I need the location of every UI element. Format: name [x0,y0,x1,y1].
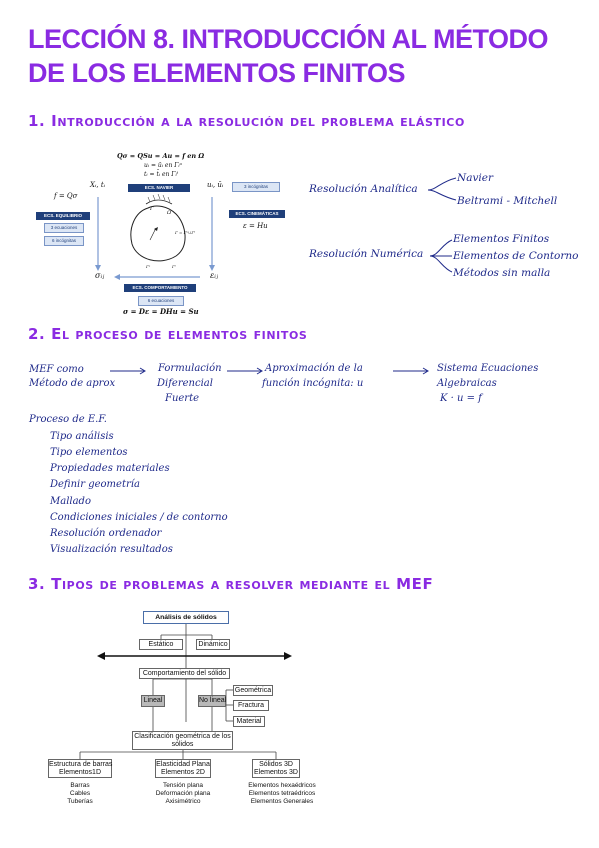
numeric-opt3: Métodos sin malla [453,267,551,279]
eq-bc1: uᵢ = ūᵢ en Γᵢᵘ [144,162,182,169]
ecs-cinematicas-box: ECS. CINEMÁTICAS [229,210,285,218]
node-barras-line1: Estructura de barras [49,761,113,768]
flow-arrow-3 [393,367,429,375]
flow-step4b: Algebraicas [437,378,497,389]
incog-6-box: 6 incógnitas [44,236,84,246]
node-plana: Elasticidad Plana Elementos 2D [155,759,211,778]
flow-step2c: Fuerte [165,393,200,404]
page-title-line1: LECCIÓN 8. INTRODUCCIÓN AL MÉTODO [28,24,549,54]
node-lineal: Lineal [141,695,165,707]
node-geometrica: Geométrica [233,685,273,696]
ecs-comportamiento-box: ECS. COMPORTAMIENTO [124,284,196,292]
list-item: Barras [70,782,90,789]
numeric-label: Resolución Numérica [309,248,424,260]
numeric-opt1: Elementos Finitos [453,233,550,245]
analytic-opt1: Navier [457,172,493,184]
node-estatico: Estático [139,639,183,650]
flow-step1b: Método de aprox [29,378,116,389]
process-item: Tipo análisis [50,431,114,442]
node-barras-line2: Elementos1D [58,769,102,776]
ecs-equilibrio-box: ECS. EQUILIBRIO [36,212,90,220]
node-comportamiento: Comportamiento del sólido [139,668,230,679]
analytic-opt2: Beltrami - Mitchell [457,195,558,207]
section3-heading: 3. Tipos de problemas a resolver mediant… [28,575,434,593]
process-item: Tipo elementos [50,447,128,458]
list-item: Elementos tetraédricos [248,790,316,797]
ui-ubar: uᵢ, ūᵢ [207,181,224,189]
elasticity-arrows [95,193,215,280]
section1-heading: 1. Introducción a la resolución del prob… [28,112,465,130]
list-item: Elementos hexaédricos [248,782,316,789]
process-item: Mallado [50,496,91,507]
flow-step1a: MEF como [29,364,84,375]
process-item: Definir geometría [50,479,140,490]
list-item: Axisimétrico [165,798,201,805]
page-title-line2: DE LOS ELEMENTOS FINITOS [28,58,406,88]
xi-ti: Xᵢ, tᵢ [90,181,106,189]
barras-sublist: Barras Cables Tuberías [48,782,112,806]
process-item: Visualización resultados [50,544,173,555]
eps-eq: ε = Hu [243,222,268,230]
analytic-brace [427,177,457,201]
list-item: Cables [69,790,91,797]
node-clasificacion: Clasificación geométrica de los sólidos [132,731,233,750]
ecuaciones-3-box: 3 ecuaciones [44,223,84,233]
node-plana-line2: Elementos 2D [161,769,205,776]
node-fractura: Fractura [233,700,269,711]
node-dinamico: Dinámico [196,639,230,650]
node-clasificacion-line2: sólidos [171,741,194,748]
node-root: Análisis de sólidos [143,611,229,624]
eq-top: Qσ = QSu = Au = f en Ω [117,152,205,160]
analytic-label: Resolución Analítica [309,183,418,195]
plana-sublist: Tensión plana Deformación plana Axisimét… [148,782,218,806]
node-solidos-line2: Elementos 3D [254,769,298,776]
flow-step3a: Aproximación de la [265,363,363,374]
node-material: Material [233,716,265,727]
numeric-brace [429,239,453,273]
node-barras: Estructura de barras Elementos1D [48,759,112,778]
body-gamma-t: Γᵗ [172,264,176,269]
ecs-navier-box: ECS. NAVIER [128,184,190,192]
list-item: Deformación plana [155,790,211,797]
flow-step2b: Diferencial [157,378,213,389]
sigma-ij: σᵢⱼ [95,271,105,280]
flow-arrow-2 [227,367,263,375]
ecuaciones-6-box: 6 ecuaciones [138,296,184,306]
numeric-opt2: Elementos de Contorno [453,250,579,262]
process-item: Resolución ordenador [50,528,162,539]
eps-ij: εᵢⱼ [210,271,219,280]
node-solidos: Sólidos 3D Elementos 3D [252,759,300,778]
process-item: Condiciones iniciales / de contorno [50,512,228,523]
body-label: Γ = Γᵘ∪Γᵗ [175,230,196,235]
node-plana-line1: Elasticidad Plana [156,761,210,768]
node-no-lineal: No lineal [198,695,226,707]
node-clasificacion-line1: Clasificación geométrica de los [134,733,231,740]
incog-3-box: 3 incógnitas [232,182,280,192]
body-omega: Ω [167,210,172,216]
flow-step4a: Sistema Ecuaciones [437,363,539,374]
sigma-eq: σ = Dε = DHu = Su [123,307,199,316]
list-item: Elementos Generales [250,798,314,805]
section2-heading: 2. El proceso de elementos finitos [28,325,308,343]
flow-arrow-1 [110,367,146,375]
process-title: Proceso de E.F. [29,414,107,425]
eq-bc2: tᵢ = t̄ᵢ en Γᵢᵗ [144,171,179,178]
list-item: Tensión plana [162,782,204,789]
f-eq: f = Qσ [54,192,78,200]
solidos-sublist: Elementos hexaédricos Elementos tetraédr… [240,782,324,806]
body-gamma-u: Γᵘ [146,264,151,269]
list-item: Tuberías [67,798,93,805]
process-item: Propiedades materiales [50,463,170,474]
flow-step2a: Formulación [158,363,222,374]
flow-step3b: función incógnita: u [262,378,364,389]
node-solidos-line1: Sólidos 3D [259,761,293,768]
body-gamma: Γ [150,206,154,212]
flow-step4c: K · u = f [440,393,482,404]
